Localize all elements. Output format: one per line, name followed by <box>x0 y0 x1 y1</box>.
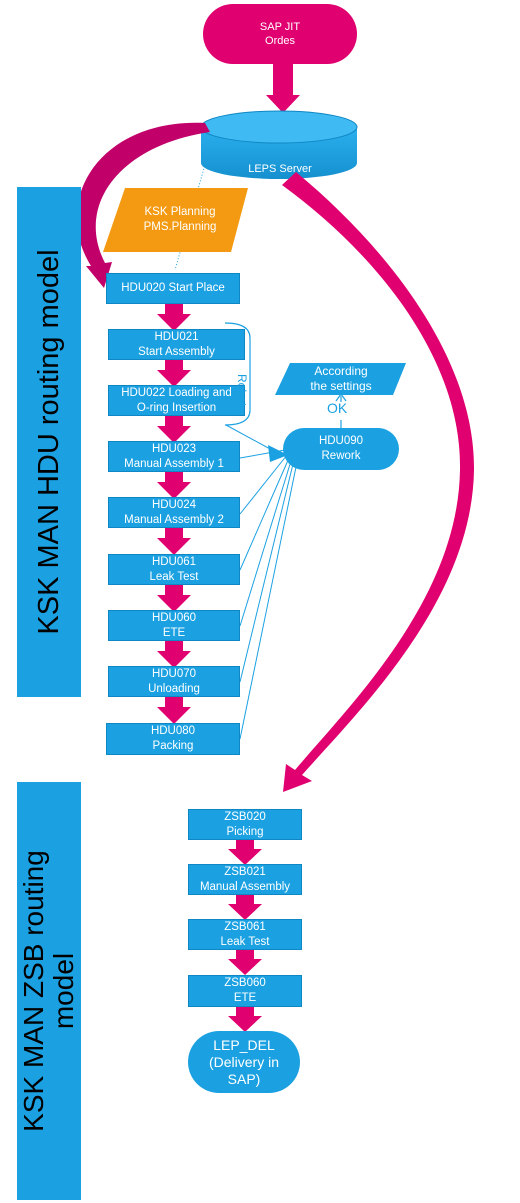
hdu060-line2: ETE <box>162 626 186 639</box>
hdu061-step: HDU061 Leak Test <box>108 554 240 585</box>
delivery-line3: SAP) <box>227 1070 261 1087</box>
robot-bracket <box>224 322 251 426</box>
settings-shape <box>275 363 406 395</box>
hdu080-line1: HDU080 <box>150 725 196 737</box>
zsb020-line2: Picking <box>226 825 264 838</box>
hdu060-step: HDU060 ETE <box>108 610 240 641</box>
hdu024-line1: HDU024 <box>151 498 197 511</box>
hdu061-line1: HDU061 <box>151 555 197 568</box>
hdu-flow-arrows <box>157 304 191 724</box>
zsb021-line2: Manual Assembly <box>199 880 291 893</box>
ok-label: OK <box>327 400 348 416</box>
leps-server-cylinder <box>200 110 358 179</box>
hdu024-step: HDU024 Manual Assembly 2 <box>108 497 240 528</box>
hdu022-line2: O-ring Insertion <box>136 401 217 414</box>
sap-line2: Ordes <box>265 35 295 47</box>
zsb-routing-band: KSK MAN ZSB routing model <box>17 782 81 1200</box>
hdu060-line1: HDU060 <box>151 611 197 624</box>
hdu070-step: HDU070 Unloading <box>108 666 240 697</box>
leps-server-label: LEPS Server <box>248 163 312 175</box>
zsb061-step: ZSB061 Leak Test <box>188 919 302 950</box>
settings-line2: the settings <box>310 379 372 393</box>
zsb-routing-band-label: KSK MAN ZSB routing model <box>17 782 81 1200</box>
zsb021-line1: ZSB021 <box>224 865 266 878</box>
sap-jit-orders-node: SAP JIT Ordes <box>203 4 357 64</box>
hdu024-line2: Manual Assembly 2 <box>124 513 224 526</box>
hdu022-line1: HDU022 Loading and <box>121 386 232 399</box>
rework-line2: Rework <box>321 450 361 462</box>
zsb060-step: ZSB060 ETE <box>188 975 302 1007</box>
zsb061-line2: Leak Test <box>220 935 270 948</box>
hdu061-line2: Leak Test <box>149 570 199 583</box>
hdu023-line1: HDU023 <box>151 442 197 455</box>
hdu-routing-band: KSK MAN HDU routing model <box>17 187 81 697</box>
zsb060-line1: ZSB060 <box>224 977 266 989</box>
hdu080-line2: Packing <box>152 740 194 752</box>
hdu023-line2: Manual Assembly 1 <box>124 457 224 470</box>
hdu022-step: HDU022 Loading and O-ring Insertion <box>108 385 245 416</box>
settings-line1: According <box>314 364 368 378</box>
zsb021-step: ZSB021 Manual Assembly <box>188 864 302 895</box>
rework-line1: HDU090 <box>318 435 364 447</box>
arrow-leps-to-zsb020 <box>282 172 475 792</box>
rework-connectors <box>225 424 297 740</box>
robot-label: Robot <box>235 374 249 407</box>
hdu070-line1: HDU070 <box>151 667 197 680</box>
sap-line1: SAP JIT <box>259 21 301 33</box>
settings-node: According the settings <box>286 363 396 395</box>
rework-arrowhead <box>268 445 288 462</box>
arrow-sap-to-leps <box>266 64 300 113</box>
zsb-flow-arrows <box>228 839 262 1032</box>
hdu070-line2: Unloading <box>148 682 200 695</box>
delivery-line2: (Delivery in <box>208 1053 279 1070</box>
ksk-planning-line1: KSK Planning <box>144 206 216 218</box>
hdu021-step: HDU021 Start Assembly <box>108 329 245 360</box>
hdu021-line1: HDU021 <box>154 330 199 343</box>
zsb-band-line1: KSK MAN ZSB routing <box>18 850 49 1132</box>
zsb-band-line2: model <box>48 952 79 1030</box>
zsb060-line2: ETE <box>233 992 257 1004</box>
hdu021-line2: Start Assembly <box>138 345 215 358</box>
hdu020-line1: HDU020 Start Place <box>121 282 225 294</box>
arrow-leps-to-hdu020 <box>76 122 210 288</box>
zsb020-line1: ZSB020 <box>224 810 266 823</box>
hdu-routing-band-label: KSK MAN HDU routing model <box>33 249 65 635</box>
zsb020-step: ZSB020 Picking <box>188 809 302 840</box>
hdu023-step: HDU023 Manual Assembly 1 <box>108 441 240 472</box>
hdu090-rework-node: HDU090 Rework <box>283 428 399 470</box>
ksk-planning-node: KSK Planning PMS.Planning <box>116 198 244 242</box>
zsb061-line1: ZSB061 <box>224 920 266 933</box>
ksk-planning-line2: PMS.Planning <box>143 221 217 233</box>
hdu020-step: HDU020 Start Place <box>106 273 240 304</box>
lep-del-delivery-node: LEP_DEL (Delivery in SAP) <box>188 1031 300 1093</box>
delivery-line1: LEP_DEL <box>213 1036 275 1053</box>
ksk-planning-shape <box>103 188 248 252</box>
hdu080-step: HDU080 Packing <box>106 723 240 755</box>
